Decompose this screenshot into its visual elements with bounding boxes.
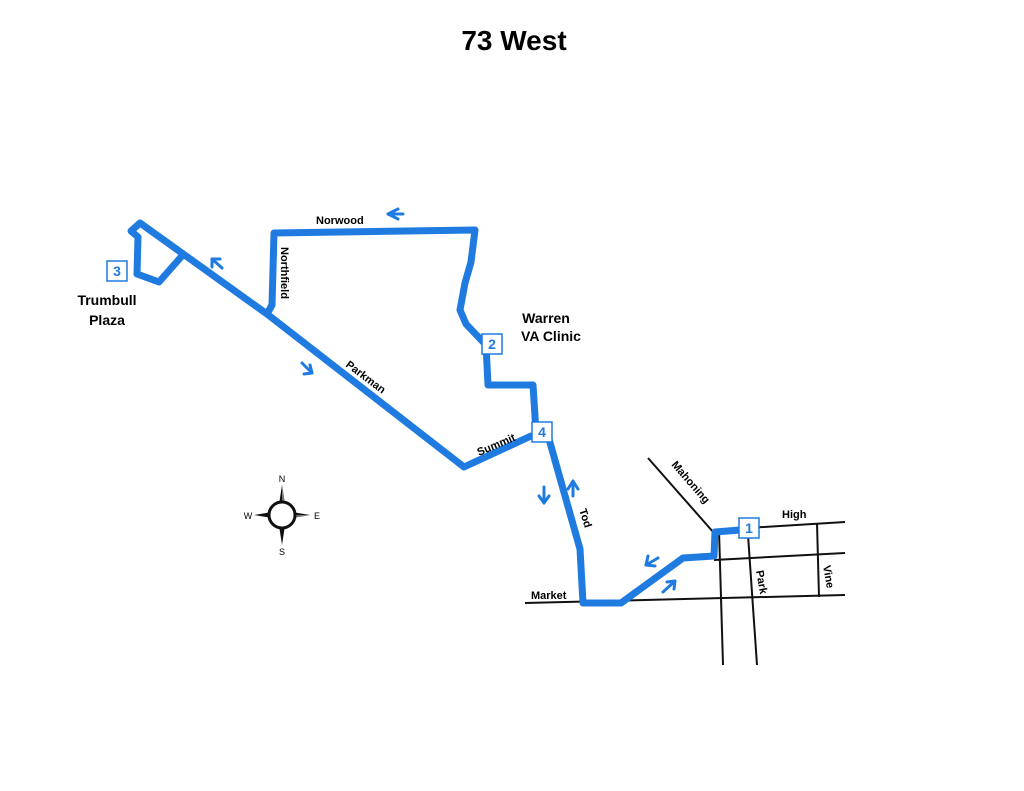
stop-number: 4 bbox=[538, 424, 546, 440]
label-northfield: Northfield bbox=[278, 247, 290, 299]
direction-arrow-icon bbox=[644, 556, 660, 567]
direction-arrows bbox=[210, 207, 677, 594]
compass-w: W bbox=[244, 511, 253, 521]
stop-box bbox=[738, 517, 760, 539]
compass-e: E bbox=[314, 511, 320, 521]
stop-marker-2[interactable]: 2 bbox=[481, 333, 503, 355]
direction-arrow-icon bbox=[661, 579, 677, 594]
label-tod: Tod bbox=[576, 507, 593, 529]
stop-box bbox=[481, 333, 503, 355]
place-trumbull-line2: Plaza bbox=[89, 312, 125, 328]
place-warren-line2: VA Clinic bbox=[521, 328, 581, 344]
label-norwood: Norwood bbox=[316, 215, 364, 227]
road-mahoning bbox=[647, 457, 715, 534]
road-cross bbox=[713, 552, 846, 561]
road-vine bbox=[816, 522, 820, 598]
stop-marker-3[interactable]: 3 bbox=[106, 260, 128, 282]
compass-n: N bbox=[279, 474, 286, 484]
stop-marker-1[interactable]: 1 bbox=[738, 517, 760, 539]
direction-arrow-icon bbox=[210, 257, 224, 270]
road-market bbox=[524, 594, 846, 604]
map-title: 73 West bbox=[461, 25, 566, 56]
stop-number: 1 bbox=[745, 520, 753, 536]
place-trumbull-line1: Trumbull bbox=[77, 292, 136, 308]
label-park: Park bbox=[753, 569, 769, 595]
place-warren-line1: Warren bbox=[522, 310, 570, 326]
stop-number: 3 bbox=[113, 263, 121, 279]
compass-rose-icon: N S W E bbox=[244, 474, 320, 557]
stop-box bbox=[531, 421, 553, 443]
stop-number: 2 bbox=[488, 336, 496, 352]
compass-s: S bbox=[279, 547, 285, 557]
label-high: High bbox=[782, 509, 807, 521]
stop-marker-4[interactable]: 4 bbox=[531, 421, 553, 443]
label-mahoning: Mahoning bbox=[669, 459, 712, 506]
label-vine: Vine bbox=[820, 564, 836, 589]
road-park bbox=[747, 534, 758, 666]
label-market: Market bbox=[531, 590, 567, 602]
stop-box bbox=[106, 260, 128, 282]
road-north-south-a bbox=[718, 529, 724, 666]
bus-route-path bbox=[127, 219, 744, 607]
direction-arrow-icon bbox=[300, 361, 314, 375]
